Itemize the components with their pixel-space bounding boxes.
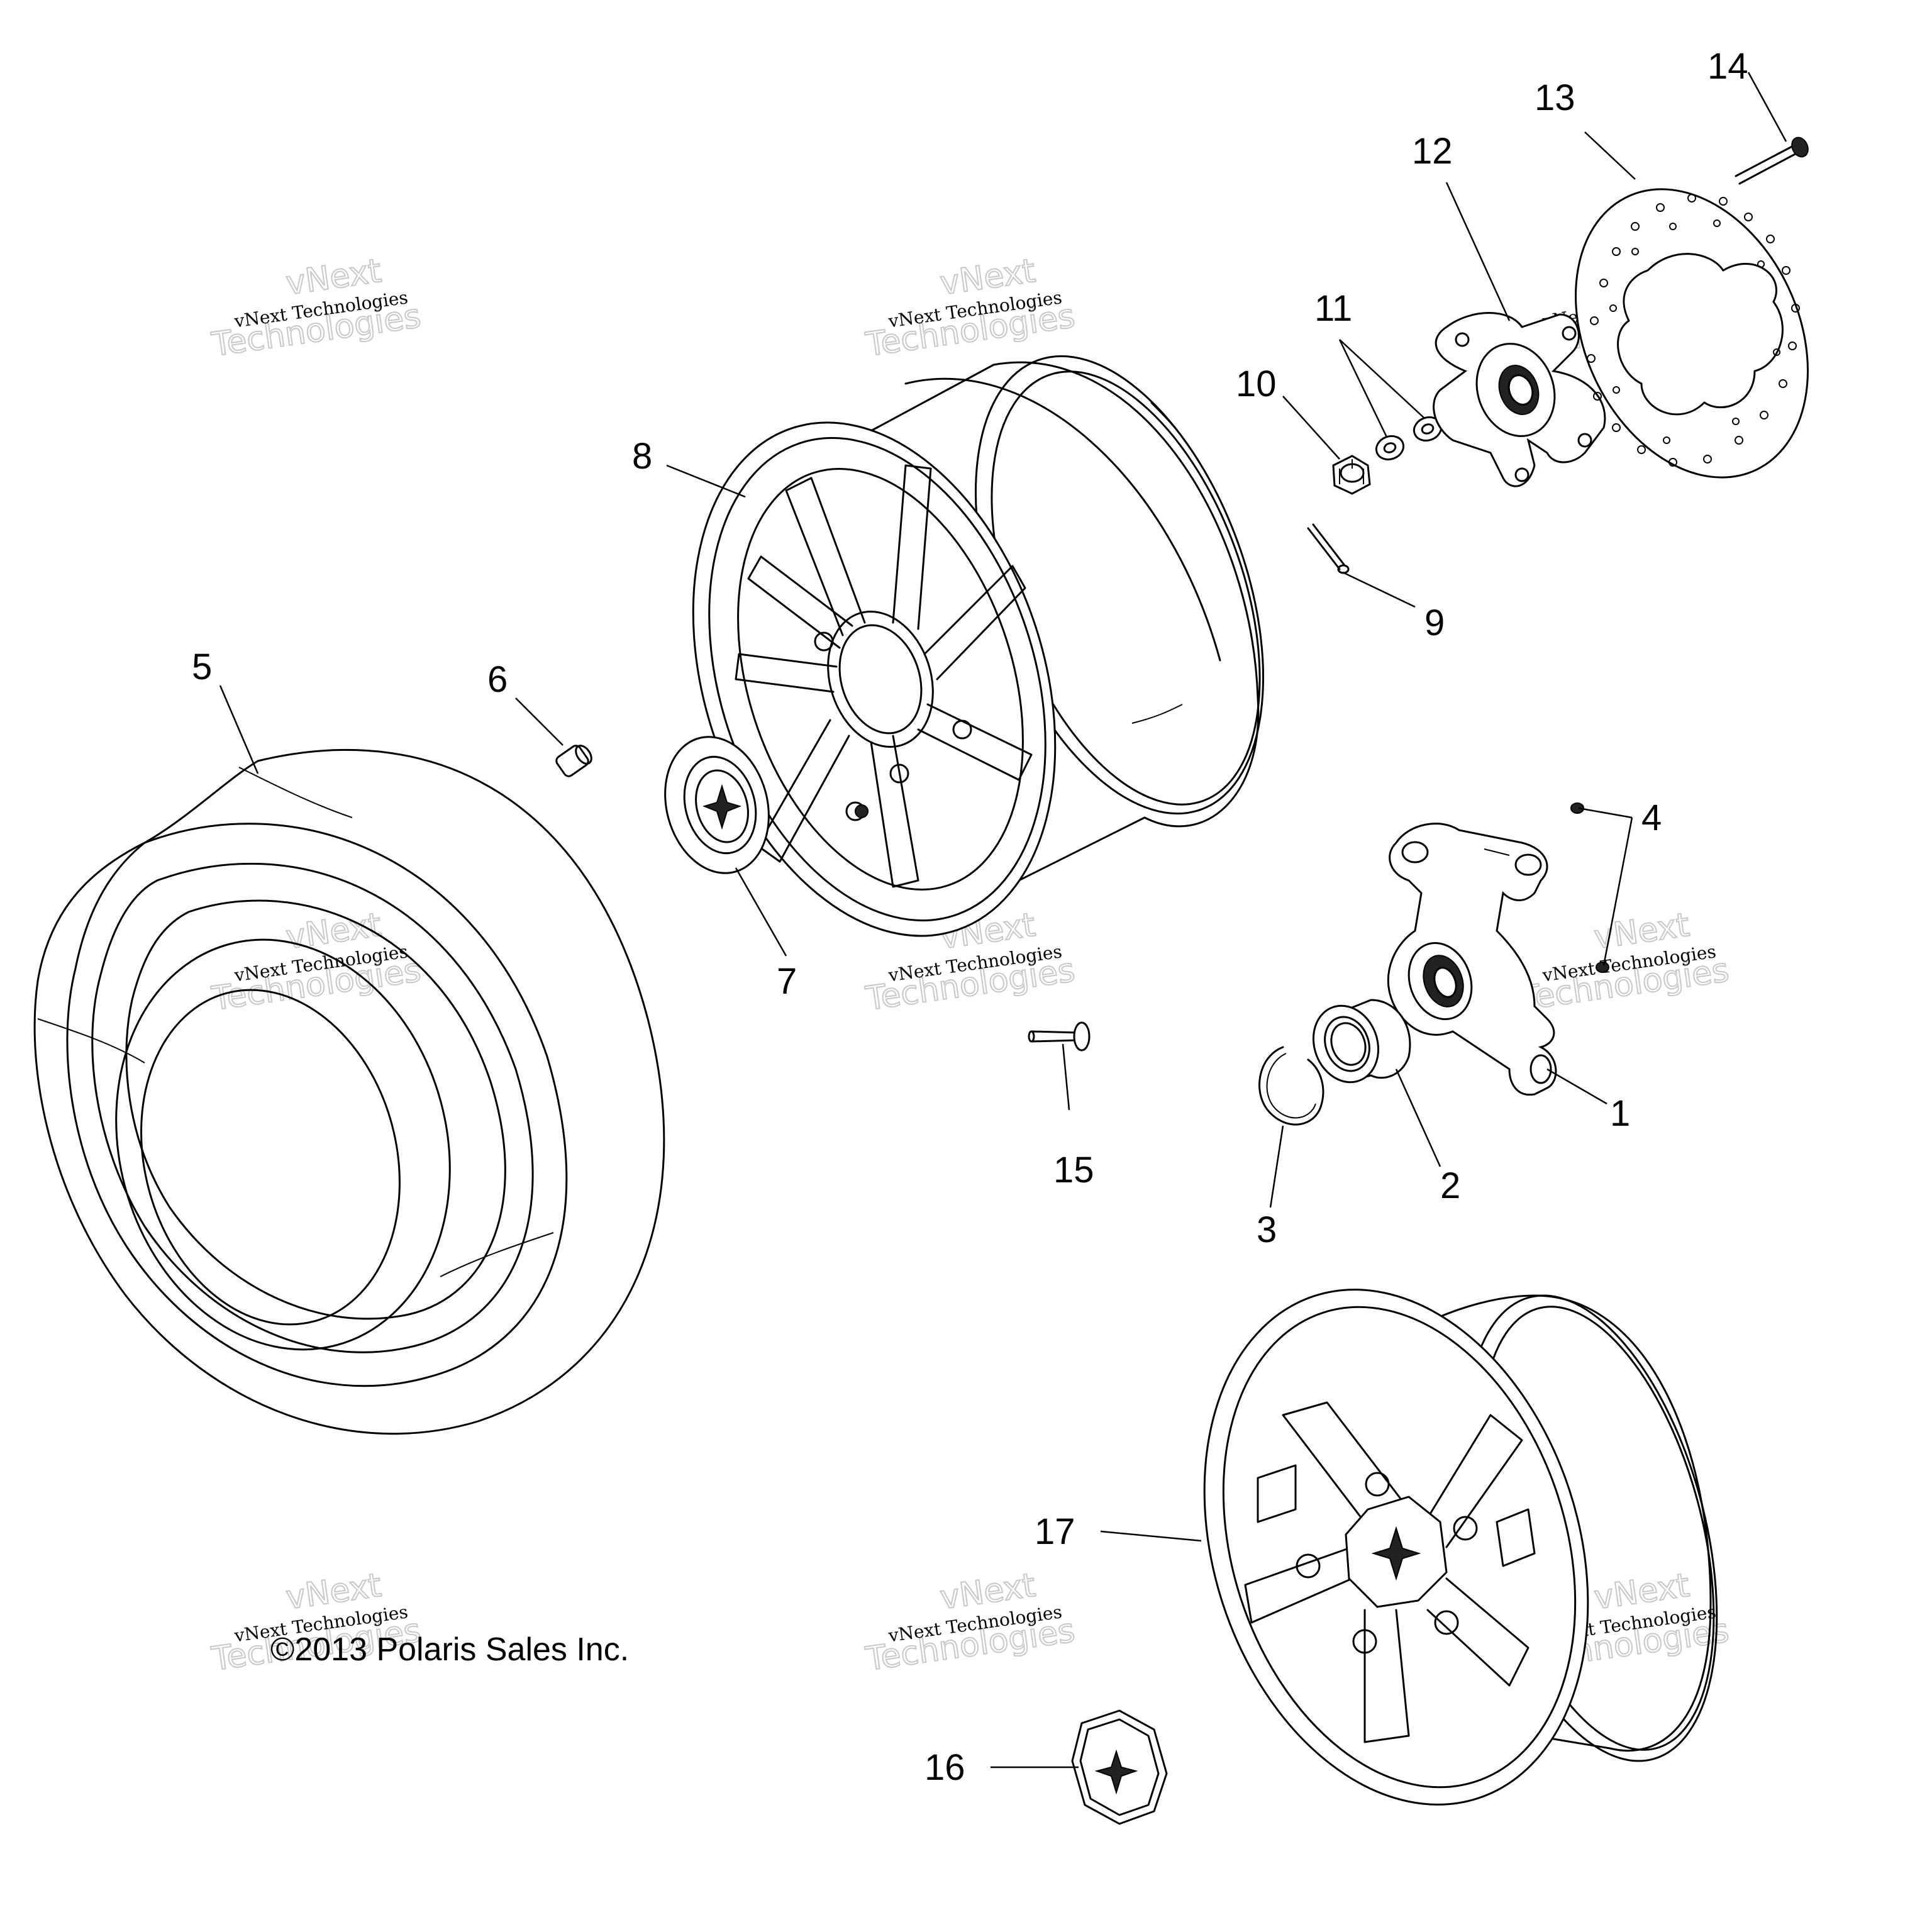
pin-part-15 bbox=[1028, 1021, 1091, 1052]
callout-6: 6 bbox=[487, 659, 508, 700]
valve-stem-part-6 bbox=[555, 745, 592, 777]
watermark: Technologies vNext vNext Technologies bbox=[1517, 906, 1732, 1019]
tire-part-5 bbox=[33, 748, 665, 1435]
callout-17: 17 bbox=[1035, 1511, 1075, 1552]
callout-2: 2 bbox=[1440, 1165, 1460, 1206]
callout-9: 9 bbox=[1424, 602, 1445, 643]
callout-3: 3 bbox=[1257, 1209, 1277, 1250]
grease-fittings-part-4 bbox=[1570, 802, 1609, 973]
wheel-spokes bbox=[735, 464, 1033, 888]
callout-12: 12 bbox=[1412, 131, 1453, 172]
washers-part-11 bbox=[1375, 416, 1443, 461]
callout-11: 11 bbox=[1314, 288, 1352, 329]
castle-nut-part-10 bbox=[1332, 455, 1371, 495]
bearing-part-2 bbox=[1312, 999, 1411, 1084]
callout-7: 7 bbox=[777, 961, 797, 1002]
callout-13: 13 bbox=[1535, 77, 1575, 118]
cotter-pin-part-9 bbox=[1307, 523, 1350, 574]
watermark: Technologies vNext vNext Technologies bbox=[209, 252, 424, 365]
wheel-17-spokes bbox=[1244, 1401, 1536, 1743]
copyright-text: ©2013 Polaris Sales Inc. bbox=[270, 1631, 629, 1668]
brake-disc-part-13 bbox=[1575, 188, 1809, 479]
callout-8: 8 bbox=[632, 436, 652, 477]
wheel-part-17 bbox=[1203, 1289, 1718, 1806]
callout-14: 14 bbox=[1707, 46, 1748, 87]
leader-lines bbox=[219, 72, 1787, 1768]
center-cap-part-16 bbox=[1071, 1709, 1168, 1825]
callout-5: 5 bbox=[192, 647, 212, 687]
hub-part-12 bbox=[1433, 312, 1606, 487]
callout-10: 10 bbox=[1236, 364, 1277, 404]
callout-1: 1 bbox=[1610, 1093, 1630, 1134]
snap-ring-part-3 bbox=[1258, 1046, 1324, 1126]
brake-disc-holes bbox=[1587, 194, 1800, 467]
watermark: Technologies vNext vNext Technologies bbox=[863, 1566, 1078, 1679]
watermark: Technologies vNext vNext Technologies bbox=[863, 252, 1078, 365]
callout-labels: 1 2 3 4 5 6 7 8 9 10 11 12 13 14 15 16 1… bbox=[192, 46, 1748, 1788]
watermark: Technologies vNext vNext Technologies bbox=[209, 906, 424, 1019]
bolt-part-14 bbox=[1735, 136, 1809, 185]
callout-15: 15 bbox=[1053, 1150, 1094, 1191]
callout-4: 4 bbox=[1641, 797, 1662, 838]
knuckle-part-1 bbox=[1387, 823, 1557, 1096]
wheel-part-8 bbox=[692, 355, 1265, 937]
callout-16: 16 bbox=[924, 1747, 965, 1788]
center-cap-part-7 bbox=[664, 736, 770, 874]
